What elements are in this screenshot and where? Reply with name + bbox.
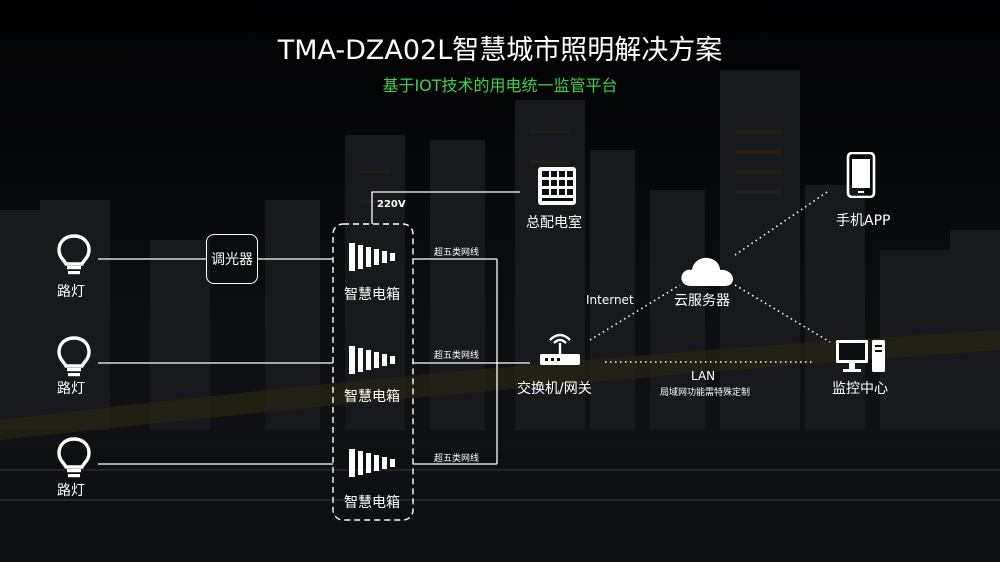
street-lamp-label-3: 路灯 xyxy=(57,483,85,499)
router-icon xyxy=(540,333,580,365)
smart-box-label-3: 智慧电箱 xyxy=(344,495,400,511)
lan-label: LAN xyxy=(691,369,716,383)
breaker-panel-icon xyxy=(349,243,395,271)
page-title: TMA-DZA02L智慧城市照明解决方案 xyxy=(277,35,723,66)
cloud-server-label: 云服务器 xyxy=(674,293,730,309)
lightbulb-icon xyxy=(57,437,91,478)
mobile-app-label: 手机APP xyxy=(836,213,891,229)
switch-gateway-label: 交换机/网关 xyxy=(517,381,592,397)
cable-label-1: 超五类网线 xyxy=(434,248,480,258)
cloud-icon xyxy=(681,257,733,286)
grid-panel-icon xyxy=(538,167,576,205)
dimmer-node: 调光器 xyxy=(206,234,258,284)
internet-label: Internet xyxy=(586,293,634,307)
smart-box-label-1: 智慧电箱 xyxy=(344,287,400,303)
dimmer-label: 调光器 xyxy=(211,252,253,268)
breaker-panel-icon xyxy=(349,346,395,374)
cloud-monitor-link xyxy=(734,284,831,343)
cable-label-3: 超五类网线 xyxy=(434,454,480,464)
smart-box-group-frame xyxy=(332,223,414,521)
cloud-app-link xyxy=(734,189,831,256)
lightbulb-icon xyxy=(57,336,91,377)
lightbulb-icon xyxy=(57,234,91,275)
monitor-center-label: 监控中心 xyxy=(832,381,888,397)
street-lamp-label-2: 路灯 xyxy=(57,381,85,397)
breaker-panel-icon xyxy=(349,449,395,477)
street-lamp-label-1: 路灯 xyxy=(57,284,85,300)
smartphone-icon xyxy=(846,152,876,198)
voltage-label: 220V xyxy=(377,199,406,210)
lan-note-label: 局域网功能需特殊定制 xyxy=(660,388,751,398)
smart-box-label-2: 智慧电箱 xyxy=(344,389,400,405)
power-220v-line xyxy=(371,191,520,224)
desktop-computer-icon xyxy=(836,340,885,372)
distribution-room-label: 总配电室 xyxy=(526,215,582,231)
page-subtitle: 基于IOT技术的用电统一监管平台 xyxy=(382,76,618,95)
cable-label-2: 超五类网线 xyxy=(434,351,480,361)
